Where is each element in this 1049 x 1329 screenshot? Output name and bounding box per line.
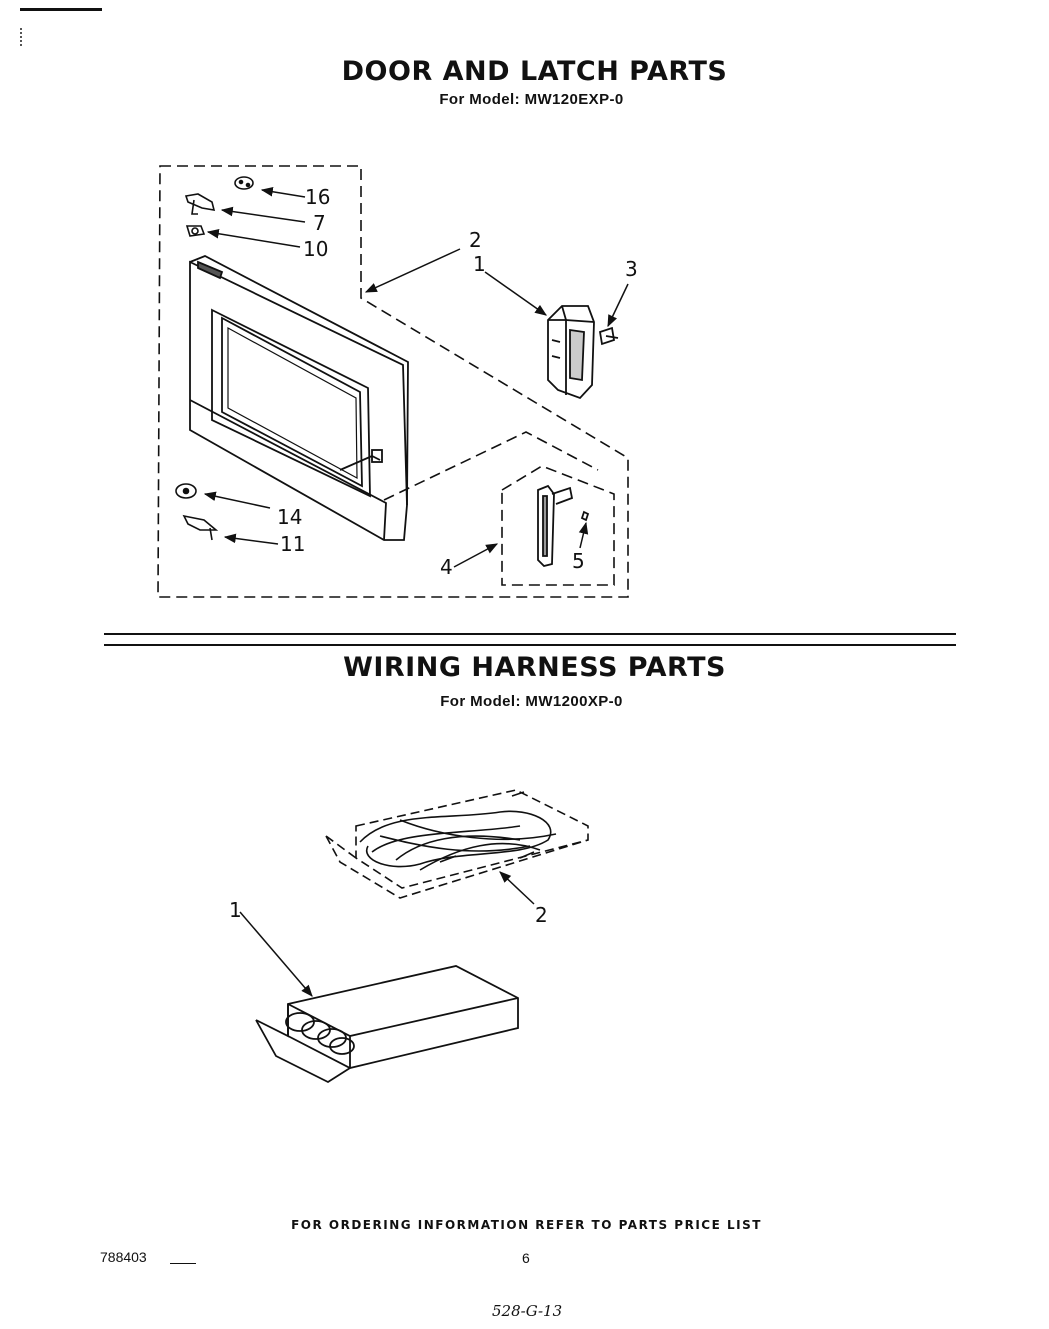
callout-11: 11 [280, 532, 305, 556]
door-latch-diagram: 16 7 10 2 1 3 14 11 4 5 [157, 165, 638, 598]
callout-10: 10 [303, 237, 328, 261]
callout-16: 16 [305, 185, 330, 209]
section-divider-bottom [104, 644, 956, 646]
latch-connector-dashes [383, 431, 599, 501]
callout-7: 7 [313, 211, 326, 235]
document-number: 788403 [100, 1249, 147, 1265]
harness-section-title: WIRING HARNESS PARTS [343, 652, 726, 683]
ordering-note: FOR ORDERING INFORMATION REFER TO PARTS … [291, 1218, 762, 1232]
boxed-harness [255, 965, 519, 1084]
harness-callout-1: 1 [229, 898, 242, 922]
door-latch-hook [537, 484, 590, 567]
scan-mark [20, 8, 102, 11]
callout-3: 3 [625, 257, 638, 281]
scan-dots [20, 28, 24, 46]
callout-2: 2 [469, 228, 482, 252]
doc-number-underline [170, 1263, 196, 1264]
door-assembly [189, 255, 409, 541]
page-number: 6 [522, 1250, 530, 1266]
harness-callout-2: 2 [535, 903, 548, 927]
door-section-title: DOOR AND LATCH PARTS [341, 56, 728, 87]
callout-4: 4 [440, 555, 453, 579]
handwritten-code: 528-G-13 [492, 1302, 563, 1320]
interlock-switch-assembly [547, 305, 619, 400]
latch-enclosure [501, 465, 615, 586]
callout-1: 1 [473, 252, 486, 276]
wiring-harness-tray [325, 789, 589, 899]
wiring-harness-diagram: 1 2 [229, 789, 589, 1084]
door-section-model: For Model: MW120EXP-0 [439, 91, 624, 108]
leader-lines [203, 186, 629, 568]
hinge-parts-top [184, 176, 254, 237]
section-divider-top [104, 633, 956, 635]
hinge-parts-bottom [175, 483, 219, 541]
callout-14: 14 [277, 505, 302, 529]
harness-section-model: For Model: MW1200XP-0 [440, 693, 623, 710]
callout-5: 5 [572, 549, 585, 573]
harness-leader-lines [239, 871, 535, 997]
